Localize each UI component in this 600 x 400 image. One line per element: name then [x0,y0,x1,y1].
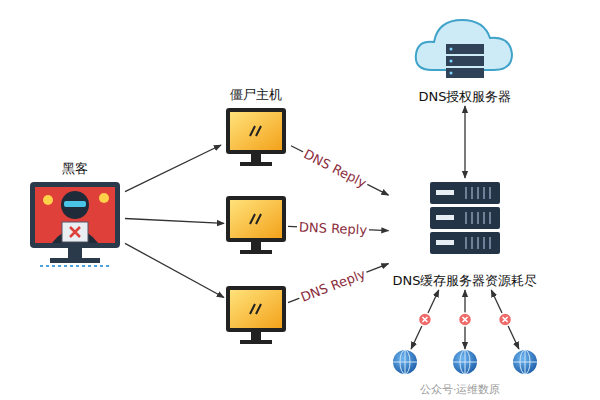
watermark: 公众号·运维数原 [420,382,501,397]
arrow-connector [125,243,224,297]
client-globe-icon [393,350,537,374]
edge-label: DNS Reply [297,219,370,237]
auth-server-node: DNS授权服务器 [410,16,520,106]
arrow-connector [125,218,224,223]
failure-mark [418,313,431,326]
failure-mark [499,313,512,326]
zombie-host-node [224,284,288,346]
zombie-host-node: 僵尸主机 [221,86,291,170]
node-label: 黑客 [25,160,125,178]
hacker-node: 黑客 [25,160,125,272]
node-label: 僵尸主机 [221,86,291,104]
client-node [511,349,539,375]
hacker-icon [30,182,120,266]
edge-label: DNS Reply [299,145,370,191]
arrow-connector [411,290,439,349]
edge-label: DNS Reply [297,265,370,305]
zombie-monitor-icon [226,108,286,166]
node-label: DNS授权服务器 [410,88,520,106]
arrow-connector [464,106,465,178]
arrow-connector [125,145,221,192]
client-node [451,349,479,375]
node-label: DNS缓存服务器资源耗尽 [389,272,542,290]
cloud-server-icon [416,20,512,78]
arrow-connector [491,290,519,349]
zombie-monitor-icon [226,196,286,254]
failure-mark [459,313,472,326]
zombie-monitor-icon [226,286,286,344]
cache-server-icon [430,182,500,254]
zombie-host-node [224,194,288,256]
arrow-connector [291,146,389,195]
cache-server-node: DNS缓存服务器资源耗尽 [389,178,542,290]
client-node [391,349,419,375]
